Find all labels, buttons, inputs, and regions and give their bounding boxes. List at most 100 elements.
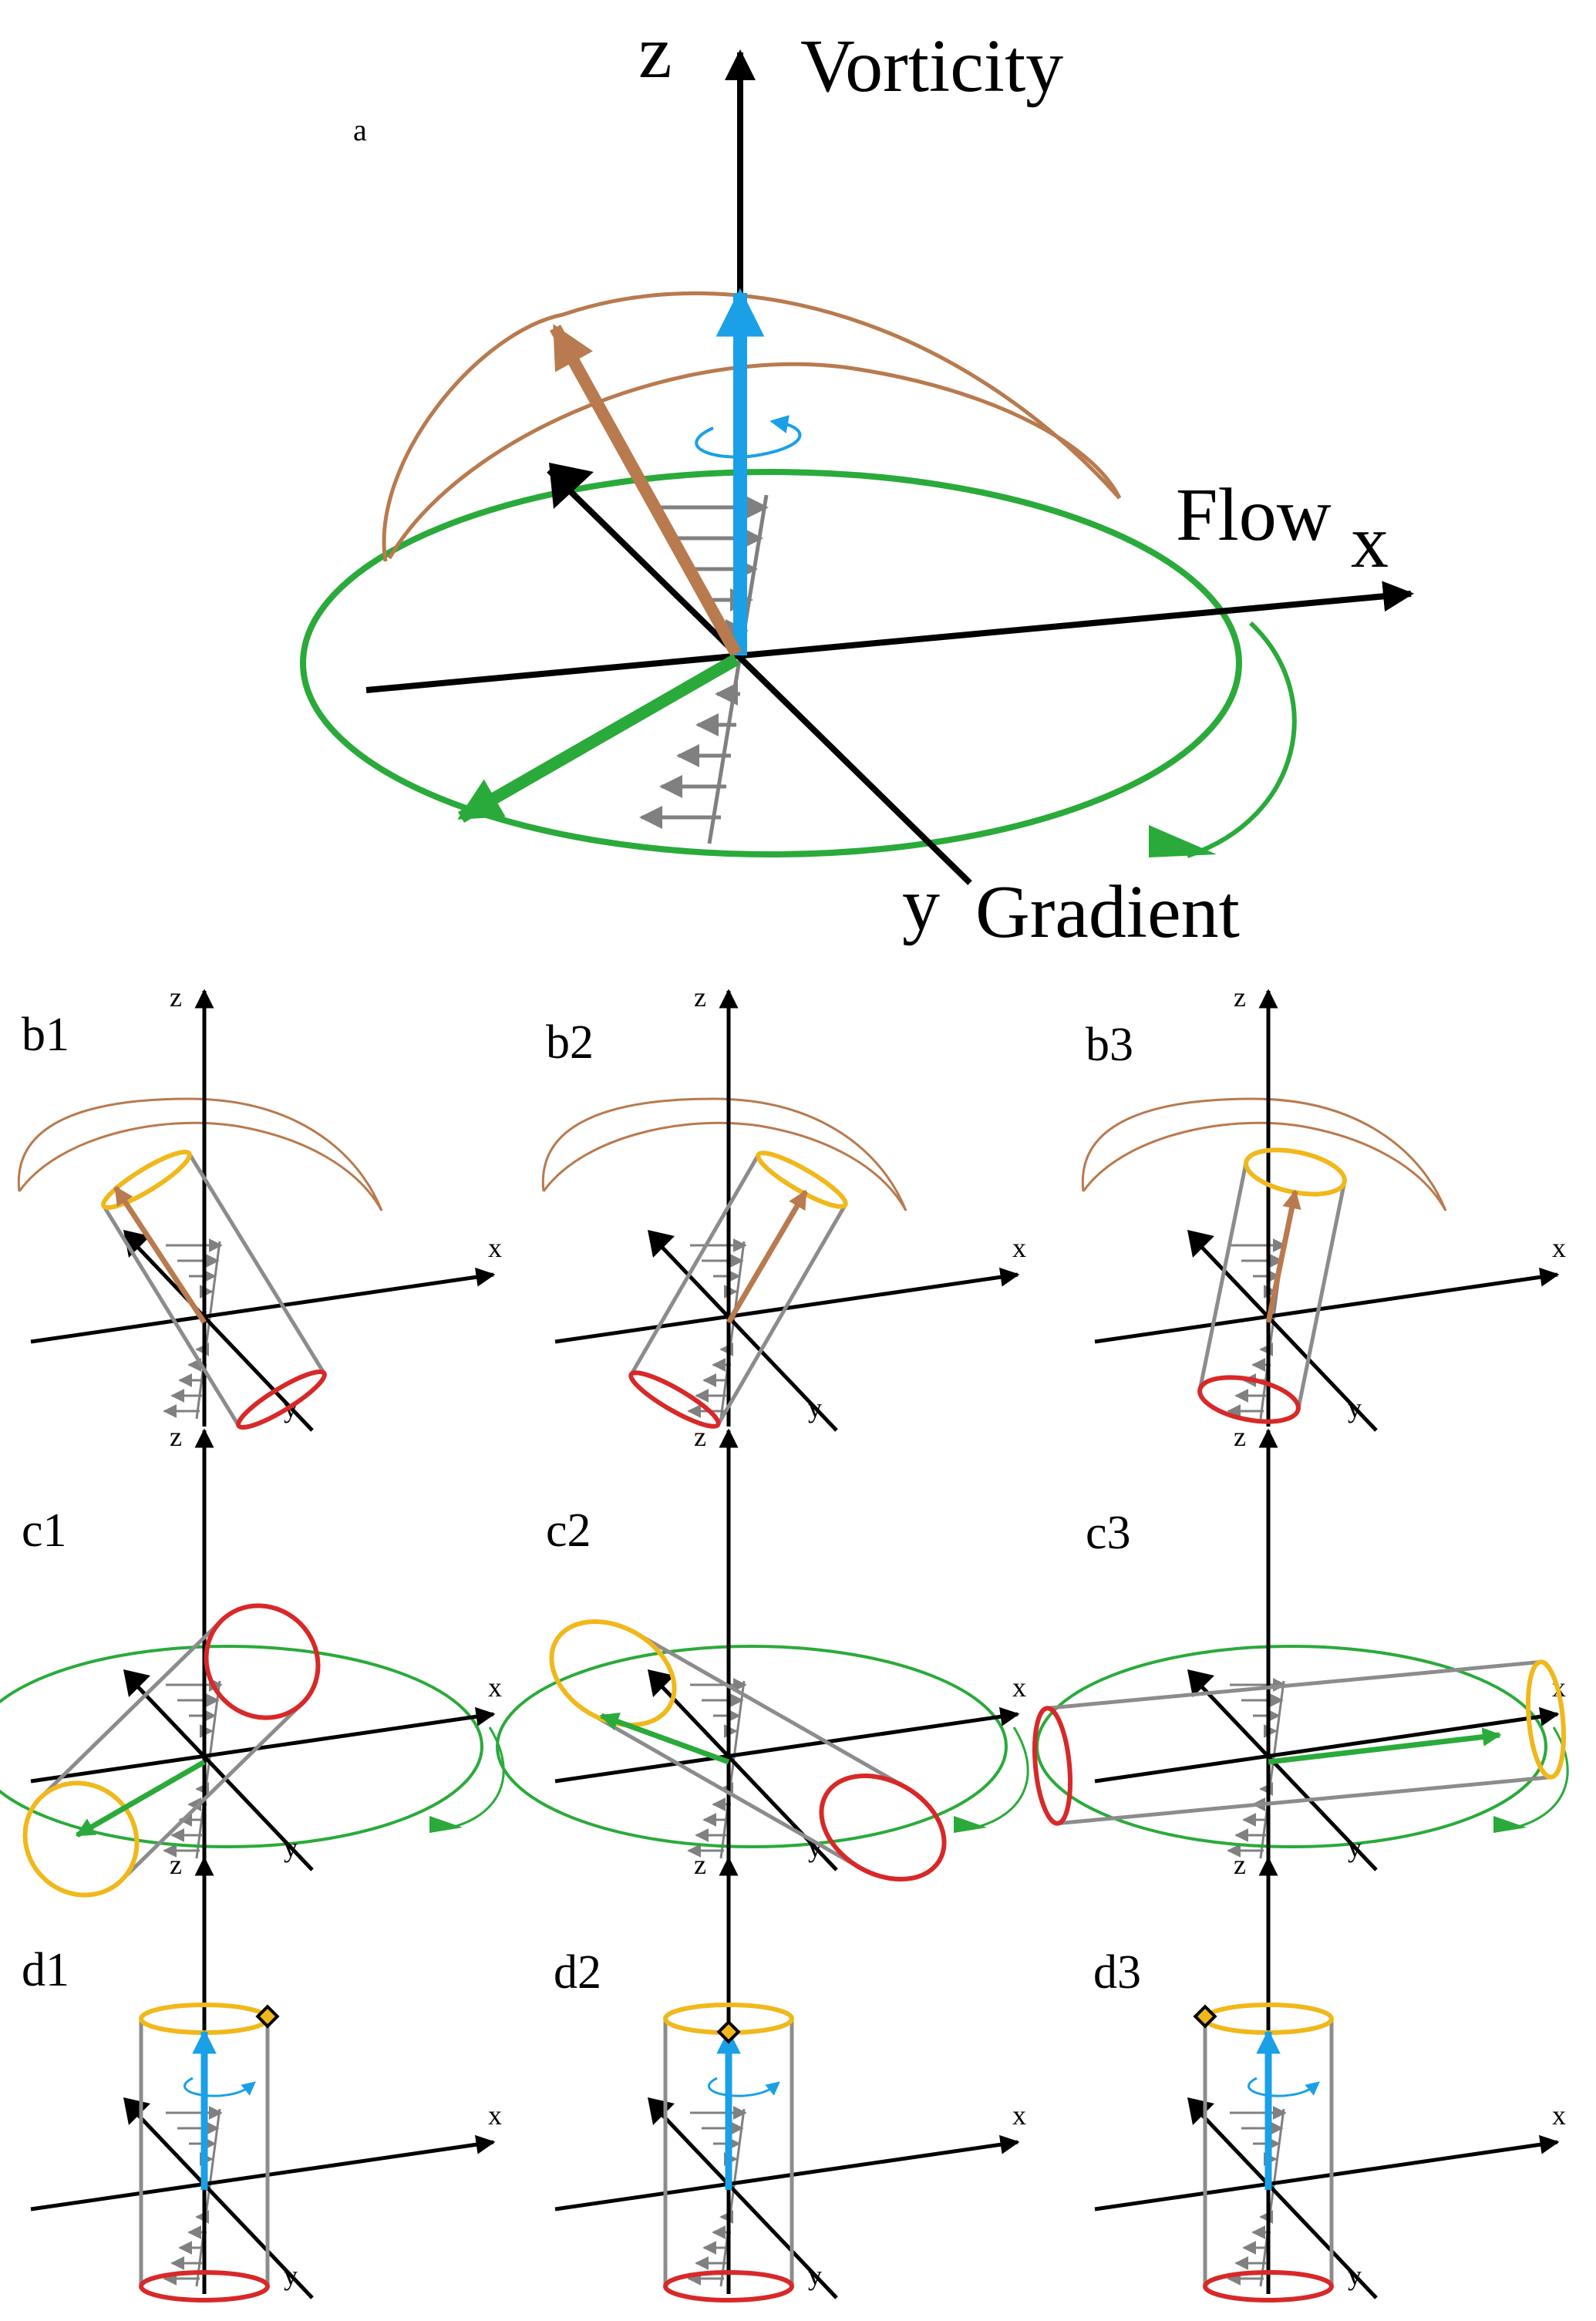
- x-axis-label: x: [1351, 500, 1389, 584]
- y-axis: [547, 468, 972, 885]
- panel-d2: z x y: [554, 1849, 1026, 2302]
- z-axis-label: z: [694, 982, 706, 1012]
- tube-side: [120, 1701, 305, 1882]
- tilted-vorticity-vector: [726, 1189, 809, 1324]
- y-axis: [1190, 1674, 1378, 1871]
- tracked-point-marker: [716, 2020, 741, 2044]
- y-axis-label: y: [1348, 1832, 1362, 1863]
- tube-bottom-cap: [1203, 2270, 1334, 2302]
- y-axis-back-arrowhead: [123, 1669, 150, 1697]
- tilt-trajectory-arc-inner: [18, 1121, 383, 1211]
- gradient-vector: [1268, 1727, 1502, 1765]
- y-axis: [126, 1674, 314, 1871]
- tilted-vorticity-vector: [550, 324, 742, 657]
- panel-a: a: [300, 11, 1414, 954]
- panel-label-d3: d3: [1093, 1946, 1141, 1999]
- x-axis-label: x: [488, 2100, 502, 2131]
- z-axis-label: z: [1234, 982, 1246, 1012]
- x-axis-label: x: [1012, 1672, 1026, 1703]
- x-axis: [1094, 1706, 1560, 1784]
- tube-side: [588, 1711, 861, 1870]
- y-axis-back-arrowhead: [1187, 2097, 1214, 2125]
- panel-label-d1: d1: [22, 1944, 69, 1996]
- tube-top-cap: [22, 1780, 140, 1898]
- tube-side: [102, 1204, 241, 1427]
- x-axis: [30, 2134, 496, 2212]
- tilt-trajectory-arc-inner: [542, 1121, 907, 1211]
- z-axis-label: z: [1234, 1421, 1246, 1452]
- y-axis: [126, 2102, 314, 2299]
- y-axis: [1190, 2102, 1378, 2299]
- vorticity-rotation-icon: [184, 2077, 256, 2097]
- x-axis: [30, 1267, 496, 1344]
- tilted-vorticity-vector: [113, 1185, 207, 1324]
- tilt-trajectory-arc-outer: [382, 291, 1121, 562]
- tube-side: [1057, 1775, 1552, 1826]
- gradient-label: Gradient: [975, 871, 1240, 954]
- panel-d1: z x y: [30, 1849, 502, 2302]
- tube-top-cap: [1526, 1659, 1566, 1780]
- y-axis-back-arrowhead: [1187, 1230, 1214, 1258]
- panel-label-b1: b1: [22, 1009, 69, 1061]
- vorticity-rotation-icon: [695, 415, 802, 459]
- panel-c2: z x y: [496, 1421, 1029, 1882]
- tube-side: [1296, 1181, 1347, 1410]
- tilt-trajectory-arc-outer: [541, 1097, 907, 1211]
- tube-bottom-cap: [204, 1603, 321, 1720]
- y-axis: [650, 2102, 838, 2299]
- rotation-arrowhead-green: [1493, 1816, 1527, 1833]
- tube-top-cap: [101, 1149, 192, 1211]
- tilt-trajectory-arc-inner: [387, 362, 1122, 560]
- gradient-vector: [457, 654, 739, 823]
- rotation-direction-arrow-green: [975, 1726, 1029, 1829]
- panel-label-a: a: [353, 113, 367, 147]
- x-axis-label: x: [1552, 1232, 1566, 1263]
- vorticity-rotation-icon: [708, 2077, 780, 2097]
- tube-side: [716, 1204, 847, 1426]
- y-axis-label: y: [284, 2260, 298, 2291]
- tube-side: [1197, 1161, 1248, 1390]
- y-axis-back-arrowhead: [648, 1230, 675, 1258]
- panel-label-b3: b3: [1086, 1019, 1133, 1071]
- z-axis-label: z: [170, 1849, 182, 1880]
- tube-bottom-cap: [819, 1773, 947, 1882]
- panel-label-c1: c1: [22, 1504, 67, 1557]
- tilt-trajectory-arc-outer: [1081, 1097, 1447, 1211]
- y-axis-back-arrowhead: [123, 2097, 150, 2125]
- gradient-rotation-circle: [496, 1645, 1008, 1848]
- y-axis-label: y: [808, 1393, 822, 1423]
- panel-label-c2: c2: [546, 1504, 591, 1557]
- y-axis-back-arrowhead: [648, 1669, 675, 1697]
- gradient-rotation-circle: [0, 1645, 483, 1848]
- tilt-trajectory-arc-outer: [17, 1097, 383, 1211]
- tube-bottom-cap: [628, 1370, 721, 1429]
- z-axis-label: z: [694, 1421, 706, 1452]
- panel-label-d2: d2: [554, 1946, 601, 1999]
- flow-label: Flow: [1176, 473, 1332, 557]
- rotation-direction-arrow-green: [1187, 621, 1297, 858]
- x-axis: [554, 2134, 1020, 2212]
- panel-d3: zxy: [1094, 1849, 1566, 2302]
- y-axis: [650, 1235, 838, 1432]
- z-axis-label: z: [638, 11, 672, 94]
- z-axis-label: z: [170, 1421, 182, 1452]
- x-axis: [1094, 1267, 1560, 1344]
- tilted-vorticity-vector: [1265, 1189, 1301, 1323]
- tube-side: [1046, 1659, 1541, 1710]
- tube-bottom-cap: [663, 2270, 794, 2302]
- panel-c3: zxy: [1032, 1421, 1569, 1871]
- tube-top-cap: [756, 1150, 848, 1209]
- vorticity-label: Vorticity: [800, 25, 1063, 108]
- y-axis-label: y: [808, 1832, 822, 1863]
- gradient-vector: [75, 1759, 206, 1838]
- panel-b1: zxy: [17, 982, 502, 1432]
- gradient-vector: [599, 1713, 730, 1765]
- y-axis-label: y: [808, 2260, 822, 2291]
- x-axis-label: x: [1012, 2100, 1026, 2131]
- tracked-point-marker: [255, 2004, 280, 2029]
- rotation-arrowhead-green: [954, 1816, 987, 1833]
- rotation-arrowhead-green: [429, 1816, 463, 1833]
- z-axis-label: z: [694, 1849, 706, 1880]
